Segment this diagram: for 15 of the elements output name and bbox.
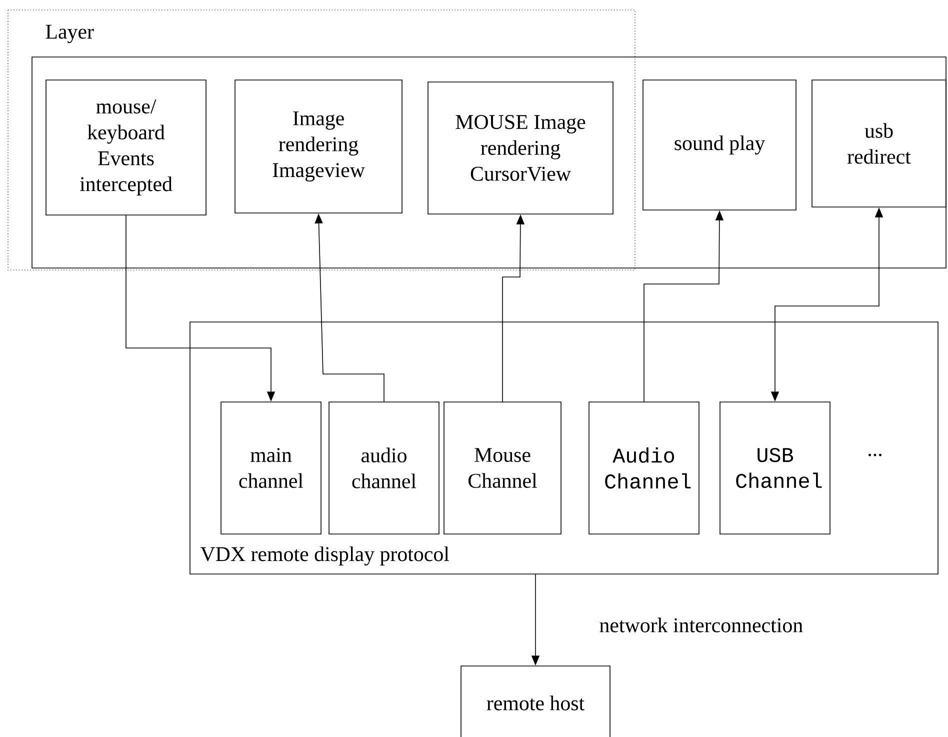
process-box: Mouse Channel	[444, 402, 562, 534]
process-box: audio channel	[328, 402, 440, 534]
process-box: USB Channel	[720, 402, 830, 534]
layer-box	[32, 56, 946, 268]
process-box: remote host	[460, 666, 610, 737]
process-box: usb redirect	[812, 80, 946, 208]
ellipsis-text: ...	[868, 454, 882, 456]
process-box: MOUSE Image rendering CursorView	[428, 82, 614, 214]
process-box: Image rendering Imageview	[234, 80, 402, 214]
edge-label: network interconnection	[598, 616, 804, 634]
process-box: main channel	[220, 402, 322, 534]
process-box: Audio Channel	[588, 402, 700, 534]
process-box: mouse/ keyboard Events intercepted	[46, 80, 206, 216]
layer-heading: Layer	[46, 24, 94, 44]
process-box: sound play	[642, 80, 796, 210]
